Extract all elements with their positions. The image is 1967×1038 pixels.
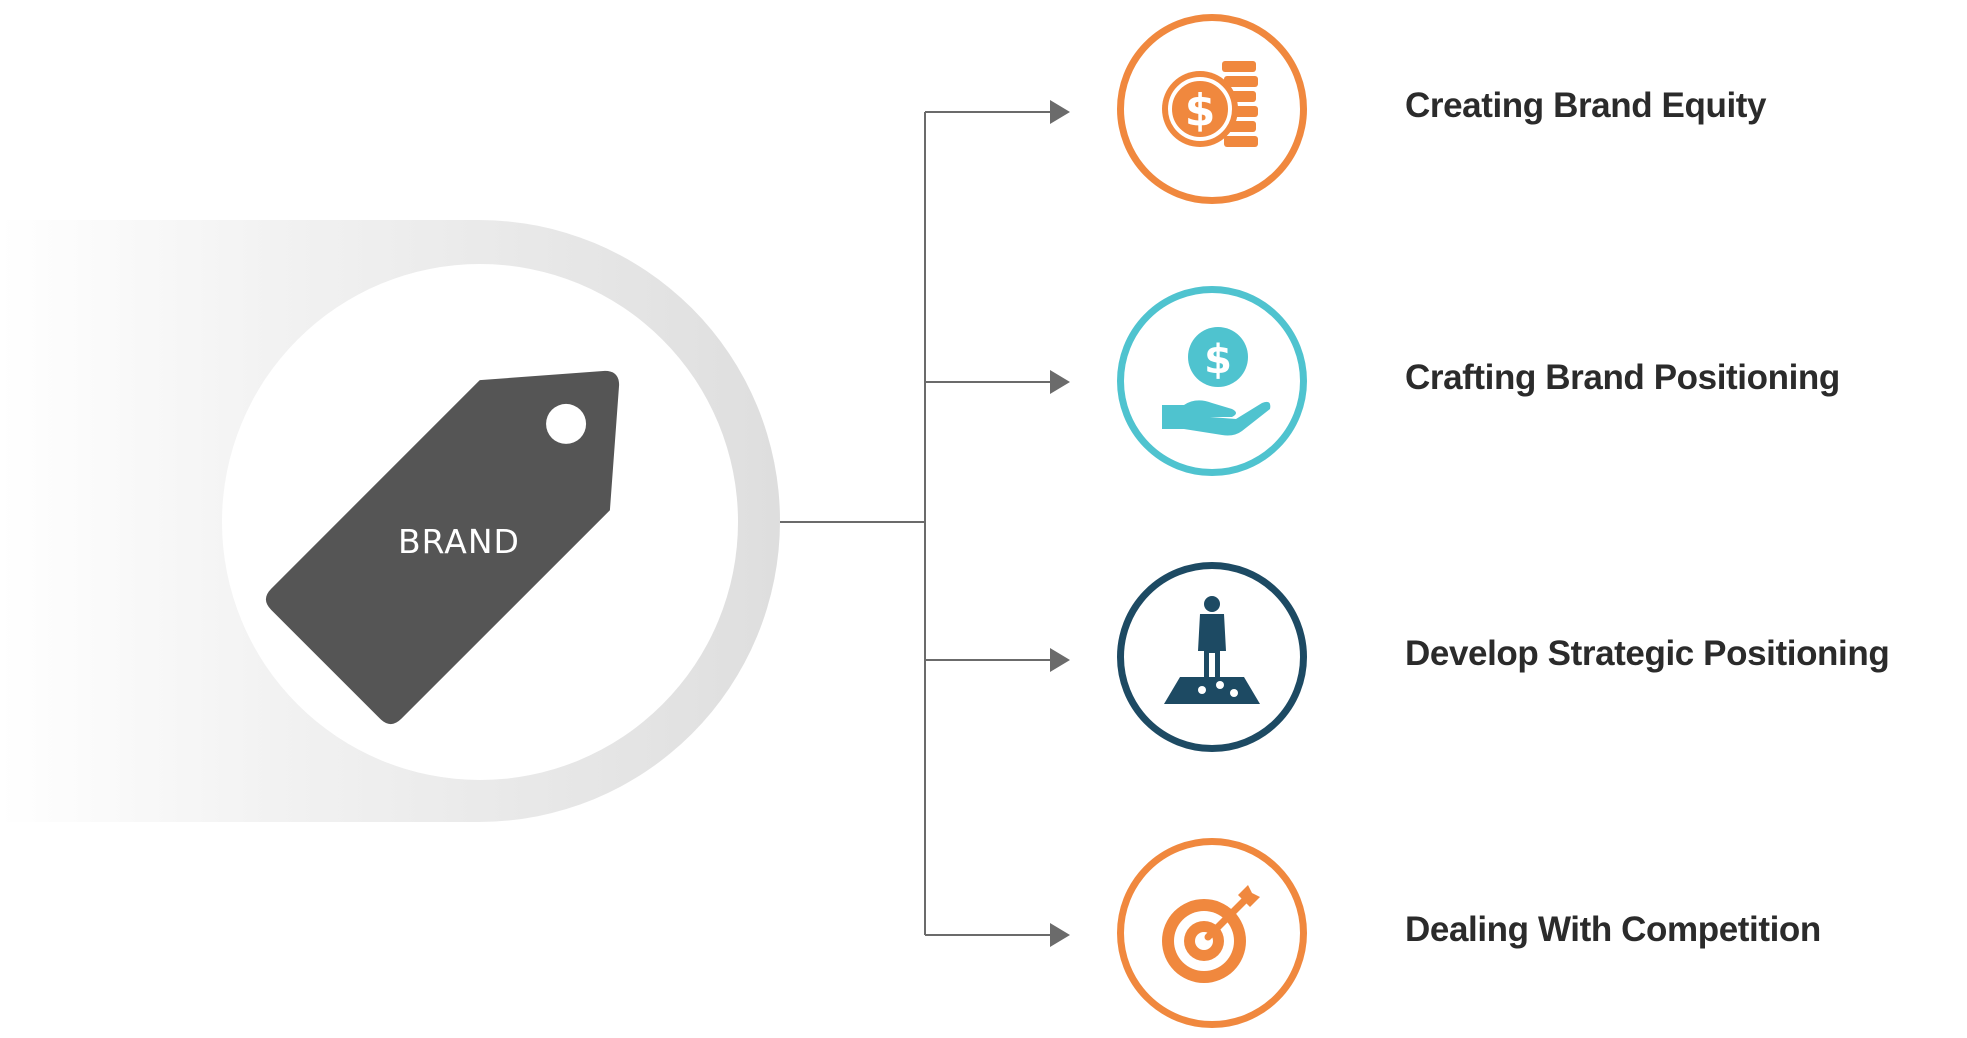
- svg-text:$: $: [1185, 85, 1216, 136]
- coins-dollar-icon: $: [1117, 14, 1307, 204]
- branch-label-dealing-with-competition: Dealing With Competition: [1405, 910, 1821, 949]
- branch-label-develop-strategic-positioning: Develop Strategic Positioning: [1405, 634, 1890, 673]
- brand-tag-shape: [265, 370, 620, 725]
- brand-tag-hole: [546, 403, 587, 444]
- svg-text:$: $: [1204, 337, 1232, 383]
- hand-dollar-icon: $: [1117, 286, 1307, 476]
- arrow-head-1: [1050, 100, 1070, 124]
- brand-tag-label: BRAND: [398, 522, 520, 561]
- target-arrow-icon: [1117, 838, 1307, 1028]
- arrow-head-4: [1050, 923, 1070, 947]
- arrow-head-2: [1050, 370, 1070, 394]
- branch-label-creating-brand-equity: Creating Brand Equity: [1405, 86, 1767, 125]
- branch-label-crafting-brand-positioning: Crafting Brand Positioning: [1405, 358, 1840, 397]
- strategy-person-icon: [1117, 562, 1307, 752]
- arrow-head-3: [1050, 648, 1070, 672]
